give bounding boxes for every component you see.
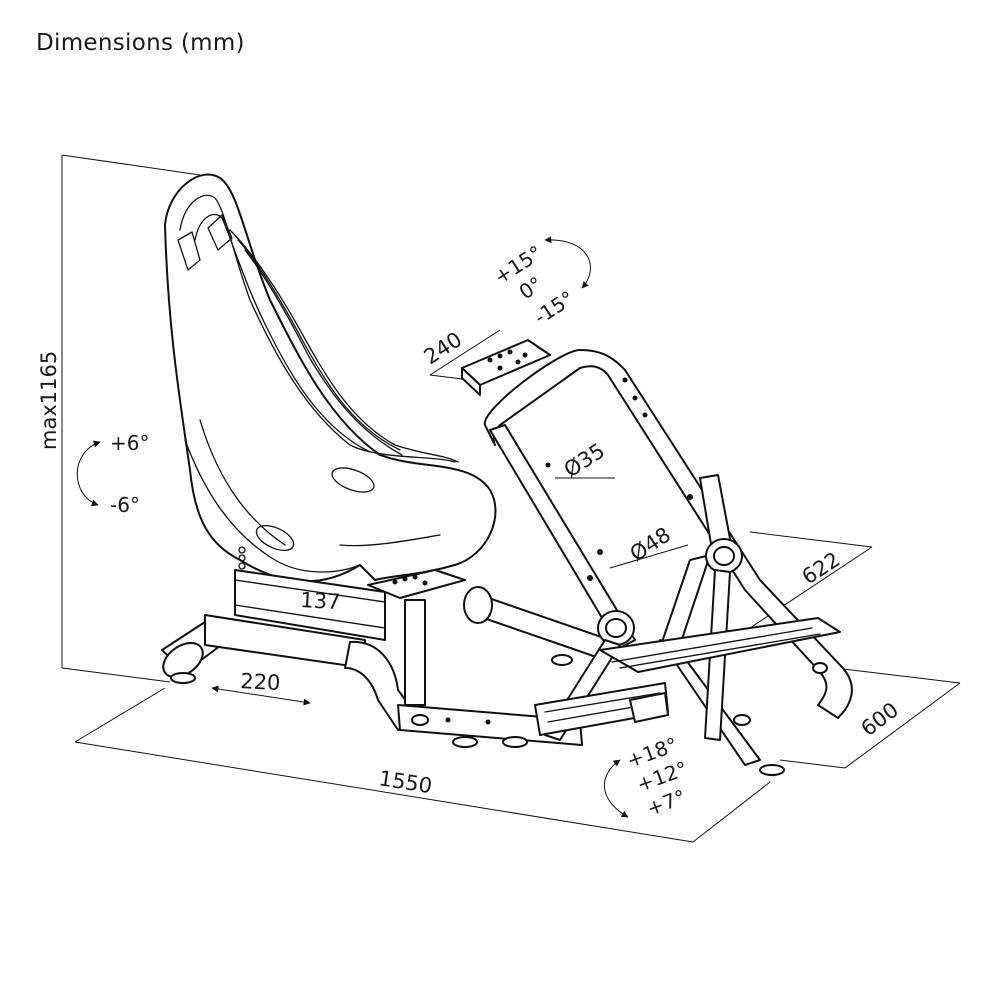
height-label: max1165 — [37, 351, 61, 450]
pedal-plate — [534, 617, 841, 736]
rotation-arrows — [76, 236, 629, 818]
lower-tube-label: Ø48 — [626, 523, 675, 567]
racing-seat — [164, 173, 497, 583]
seat-slide-label: 220 — [240, 669, 281, 695]
dimension-lines — [61, 154, 961, 843]
width-label: 600 — [857, 698, 903, 741]
diagram-title: Dimensions (mm) — [36, 30, 245, 56]
seat-offset-label: 137 — [300, 588, 341, 614]
seat-angle-up: +6° — [110, 431, 149, 455]
seat-angle-down: -6° — [110, 493, 140, 517]
wheel-plate-label: 240 — [420, 327, 467, 369]
seat-base — [161, 569, 583, 748]
upper-tube-label: Ø35 — [560, 439, 609, 483]
pedal-depth-label: 622 — [798, 547, 845, 589]
length-label: 1550 — [377, 766, 434, 798]
